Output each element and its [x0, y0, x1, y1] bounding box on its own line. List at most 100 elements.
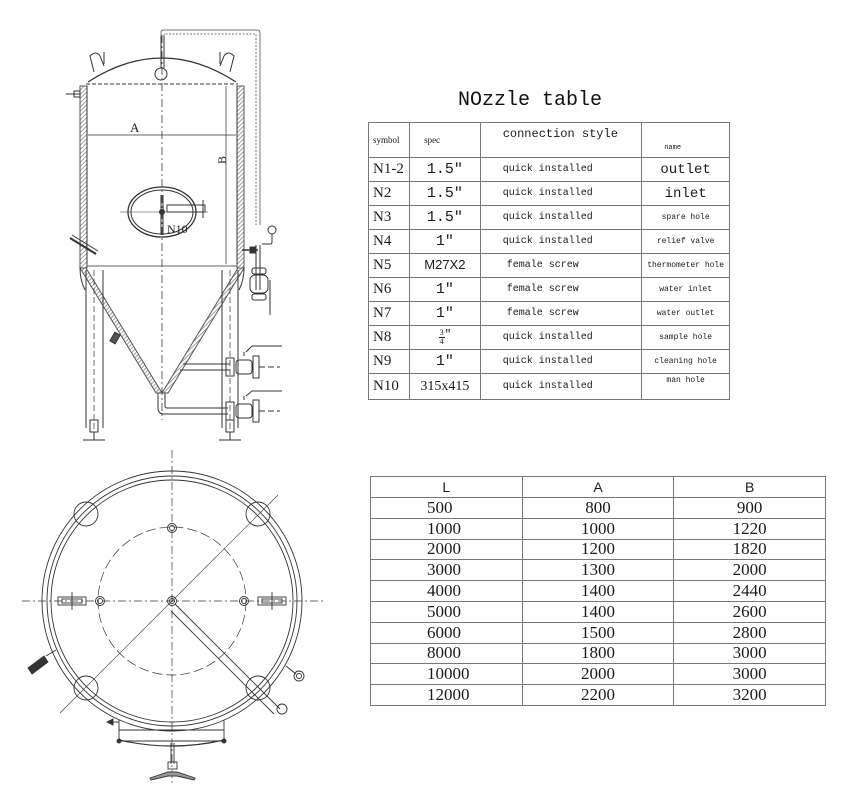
dimension-b-cell: 2800	[673, 621, 826, 644]
dimension-a-cell: 1000	[521, 517, 675, 540]
table-row: N2 1.5ʺ quick installed inlet	[367, 181, 730, 206]
dimension-b-cell: 3000	[673, 642, 826, 665]
fraction-denominator: 4	[439, 337, 444, 347]
table-row: N5 M27X2 female screw thermometer hole	[367, 253, 730, 278]
fraction-numerator: 3	[439, 328, 444, 338]
dimension-a-label: A	[130, 120, 140, 135]
dimension-b-cell: 3200	[673, 684, 826, 706]
name-cell: thermometer hole	[641, 253, 730, 278]
symbol-cell: N10	[367, 373, 411, 400]
dimension-a-cell: 1300	[521, 559, 675, 582]
dimension-b-cell: 3000	[673, 663, 826, 686]
name-cell: cleaning hole	[641, 349, 730, 374]
capacity-cell: 4000	[370, 580, 523, 602]
symbol-cell: N9	[367, 349, 411, 374]
front-elevation-view	[66, 29, 282, 441]
dimension-b-cell: 1220	[673, 517, 826, 540]
name-cell: spare hole	[641, 205, 730, 230]
dimension-table-header: L A B	[370, 476, 826, 498]
capacity-cell: 5000	[370, 600, 523, 623]
connection-cell: quick installed	[479, 373, 643, 400]
name-cell: inlet	[641, 181, 730, 206]
connection-cell: quick installed	[479, 229, 643, 254]
dimension-a-cell: 1400	[521, 580, 675, 602]
dimension-b-cell: 2000	[673, 559, 826, 582]
header-spec: spec	[409, 122, 481, 158]
spec-cell: 315x415	[420, 379, 470, 394]
capacity-cell: 3000	[370, 559, 523, 582]
symbol-cell: N1-2	[367, 157, 411, 182]
name-cell: outlet	[641, 157, 730, 182]
table-row: N4 1ʺ quick installed relief valve	[367, 229, 730, 254]
table-row: N3 1.5ʺ quick installed spare hole	[367, 205, 730, 230]
header-connection-style: connection style	[479, 122, 643, 158]
capacity-cell: 8000	[370, 642, 523, 665]
name-cell: relief valve	[641, 229, 730, 254]
header-l: L	[370, 476, 523, 498]
name-cell: man hole	[641, 373, 730, 400]
dimension-a-cell: 800	[521, 497, 675, 519]
header-a: A	[521, 476, 675, 498]
dimension-a-cell: 1500	[521, 621, 675, 644]
table-row: N6 1ʺ female screw water inlet	[367, 277, 730, 302]
name-cell: water inlet	[641, 277, 730, 302]
nozzle-table-header: symbol spec connection style name	[367, 122, 730, 158]
symbol-cell: N6	[367, 277, 411, 302]
symbol-cell: N7	[367, 301, 411, 326]
dimension-a-cell: 1400	[521, 600, 675, 623]
capacity-cell: 12000	[370, 684, 523, 706]
dimension-b-label: B	[215, 156, 229, 164]
header-name: name	[641, 122, 730, 158]
manhole-label: N10	[167, 222, 188, 236]
capacity-cell: 6000	[370, 621, 523, 644]
capacity-cell: 2000	[370, 538, 523, 561]
butterfly-valve-lower	[225, 390, 282, 423]
name-cell: sample hole	[641, 325, 730, 350]
connection-cell: female screw	[479, 301, 643, 326]
header-symbol: symbol	[367, 122, 411, 158]
connection-cell: quick installed	[479, 205, 643, 230]
table-row: N10 315x415 quick installed man hole	[367, 373, 730, 400]
dimension-a-cell: 2000	[521, 663, 675, 686]
spec-cell: 1ʺ	[435, 305, 454, 322]
table-row: N7 1ʺ female screw water outlet	[367, 301, 730, 326]
name-cell: water outlet	[641, 301, 730, 326]
spec-cell: 1.5ʺ	[426, 185, 463, 202]
connection-cell: quick installed	[479, 157, 643, 182]
symbol-cell: N8	[367, 325, 411, 350]
dimension-b-cell: 900	[673, 497, 826, 519]
butterfly-valve-upper	[225, 345, 282, 379]
symbol-cell: N3	[367, 205, 411, 230]
dimension-b-cell: 1820	[673, 538, 826, 561]
symbol-cell: N5	[367, 253, 411, 278]
header-b: B	[673, 476, 826, 498]
connection-cell: quick installed	[479, 181, 643, 206]
symbol-cell: N2	[367, 181, 411, 206]
connection-cell: quick installed	[479, 349, 643, 374]
dimension-a-cell: 2200	[521, 684, 675, 706]
nozzle-table-title: NOzzle table	[457, 89, 603, 112]
spec-cell: 1ʺ	[435, 281, 454, 298]
fraction-spec: 3 4	[438, 328, 445, 347]
spec-cell: 3 4 ʺ	[409, 325, 481, 350]
spec-cell: M27X2	[424, 257, 466, 272]
table-row: N1-2 1.5ʺ quick installed outlet	[367, 157, 730, 182]
connection-cell: quick installed	[479, 325, 643, 350]
symbol-cell: N4	[367, 229, 411, 254]
table-row: N8 3 4 ʺ quick installed sample hole	[367, 325, 730, 350]
inch-mark: ʺ	[444, 328, 452, 341]
nozzle-table: symbol spec connection style name N1-2 1…	[367, 122, 730, 400]
capacity-cell: 1000	[370, 517, 523, 540]
top-plan-view	[22, 450, 325, 785]
